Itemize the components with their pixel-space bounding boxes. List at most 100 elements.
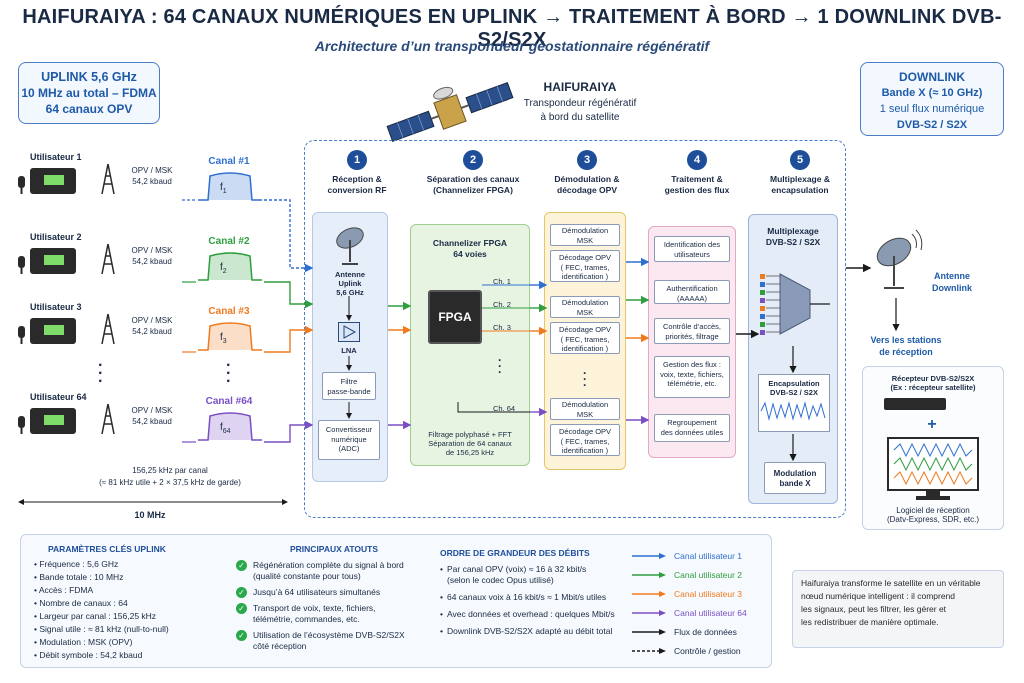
tower-antenna-icon	[101, 313, 115, 345]
channel-spacing-note-2: (≈ 81 kHz utile + 2 × 37,5 kHz de garde)	[99, 478, 241, 487]
xband-modulation-block: Modulation bande X	[764, 462, 826, 494]
channel-frequency: f2	[220, 262, 227, 275]
atout-item-text: Transport de voix, texte, fichiers, télé…	[253, 603, 376, 624]
legend-label: Canal utilisateur 2	[674, 569, 743, 580]
param-item: • Fréquence : 5,6 GHz	[34, 559, 119, 569]
param-item-text: Signal utile : ≈ 81 kHz (null-to-null)	[39, 624, 169, 634]
channelizer-column	[410, 224, 530, 466]
step-label: Démodulation & décodage OPV	[554, 174, 620, 195]
channel-frequency: f64	[220, 422, 231, 435]
page-subtitle: Architecture d’un transpondeur géostatio…	[314, 38, 710, 54]
params-list: • Fréquence : 5,6 GHz • Bande totale : 10…	[34, 558, 214, 662]
legend-arrow-icon	[632, 609, 666, 616]
uplink-antenna-label: Antenne Uplink 5,6 GHz	[335, 270, 365, 297]
tower-antenna-icon	[101, 163, 115, 195]
user-modulation: OPV / MSK	[131, 246, 173, 255]
param-item: • Signal utile : ≈ 81 kHz (null-to-null)	[34, 624, 169, 634]
opv-decode-block: Décodage OPV ( FEC, trames, identificati…	[550, 322, 620, 354]
bandwidth-arrow	[18, 499, 288, 505]
debit-item-text: Avec données et overhead : quelques Mbit…	[446, 609, 615, 619]
legend-arrow-icon	[632, 571, 666, 578]
satellite-line-2: à bord du satellite	[540, 112, 620, 123]
debit-item-text: Downlink DVB-S2/S2X adapté au débit tota…	[446, 626, 613, 636]
debits-list: •Par canal OPV (voix) ≈ 16 à 32 kbit/s (…	[440, 564, 630, 643]
user-modulation: OPV / MSK	[131, 316, 173, 325]
channel-frequency-index: 2	[222, 268, 227, 275]
encapsulated-signal-icon	[760, 401, 826, 421]
legend-item: Canal utilisateur 1	[632, 546, 768, 565]
channelizer-note: Filtrage polyphasé + FFT Séparation de 6…	[428, 430, 512, 457]
receiver-plus: +	[927, 416, 937, 433]
channel-frequency-index: 1	[222, 188, 227, 195]
channel-frequency-symbol: f	[220, 332, 223, 343]
atout-item-text: Régénération complète du signal à bord (…	[253, 560, 404, 581]
channelizer-title: Channelizer FPGA 64 voies	[432, 238, 508, 259]
channel-3-label: Ch. 3	[493, 323, 511, 332]
fpga-chip-label: FPGA	[438, 310, 472, 324]
step-number: 1	[347, 150, 367, 170]
atout-item-text: Jusqu’à 64 utilisateurs simultanés	[253, 587, 381, 597]
debit-item: •Avec données et overhead : quelques Mbi…	[440, 609, 615, 619]
lna-amplifier-icon	[343, 325, 357, 339]
microphone-icon	[18, 416, 25, 434]
microphone-icon	[18, 256, 25, 274]
processing-step-block: Contrôle d’accès, priorités, filtrage	[654, 318, 730, 344]
atouts-list: ✓ Régénération complète du signal à bord …	[236, 560, 426, 657]
msk-demod-block: Démodulation MSK	[550, 398, 620, 420]
user-name: Utilisateur 3	[30, 302, 82, 312]
channel-label: Canal #1	[208, 156, 250, 167]
legend: Canal utilisateur 1 Canal utilisateur 2 Ca…	[632, 546, 768, 660]
debit-item: •Downlink DVB-S2/S2X adapté au débit tot…	[440, 626, 613, 636]
legend-arrow-icon	[632, 647, 666, 654]
legend-item: Flux de données	[632, 622, 768, 641]
adc-block: Convertisseur numérique (ADC)	[318, 420, 380, 460]
legend-label: Canal utilisateur 1	[674, 550, 743, 561]
channel-spacing-note-1: 156,25 kHz par canal	[132, 466, 208, 475]
step-label: Multiplexage & encapsulation	[770, 174, 830, 195]
debit-item-text: 64 canaux voix à 16 kbit/s ≈ 1 Mbit/s ut…	[446, 592, 607, 602]
channel-1-label: Ch. 1	[493, 277, 511, 286]
satellite-icon	[386, 81, 514, 143]
lna-block	[338, 322, 360, 342]
monitor-icon	[887, 437, 979, 500]
tower-antenna-icon	[101, 243, 115, 275]
uplink-line-1: UPLINK 5,6 GHz	[41, 70, 137, 84]
receiver-title: Récepteur DVB-S2/S2X (Ex : récepteur sat…	[890, 374, 976, 392]
param-item: • Bande totale : 10 MHz	[34, 572, 124, 582]
channel-64-label: Ch. 64	[493, 404, 516, 413]
multiplexer-icon	[760, 273, 830, 335]
legend-label: Contrôle / gestion	[674, 645, 741, 656]
param-item: • Débit symbole : 54,2 kbaud	[34, 650, 143, 660]
msk-demod-block: Démodulation MSK	[550, 224, 620, 246]
atout-item: ✓Jusqu’à 64 utilisateurs simultanés	[236, 587, 426, 598]
encapsulation-label: Encapsulation DVB-S2 / S2X	[768, 379, 820, 397]
channel-frequency-index: 3	[222, 338, 227, 345]
user-name: Utilisateur 64	[30, 392, 87, 402]
atout-item: ✓Transport de voix, texte, fichiers, tél…	[236, 603, 426, 625]
legend-label: Canal utilisateur 3	[674, 588, 743, 599]
param-item: • Largeur par canal : 156,25 kHz	[34, 611, 157, 621]
debit-item: •Par canal OPV (voix) ≈ 16 à 32 kbit/s (…	[440, 564, 587, 585]
check-icon: ✓	[236, 630, 247, 641]
onboard-processing-frame	[304, 140, 846, 518]
param-item-text: Fréquence : 5,6 GHz	[39, 559, 119, 569]
channels-ellipsis: ···	[226, 357, 232, 390]
user-symbol-rate: 54,2 kbaud	[132, 177, 172, 186]
param-item: • Accès : FDMA	[34, 585, 94, 595]
processing-step-block: Authentification (AAAAA)	[654, 280, 730, 304]
uplink-info-box: UPLINK 5,6 GHz 10 MHz au total – FDMA 64…	[18, 62, 160, 124]
channel-spectrum-icon	[198, 412, 262, 441]
downlink-antenna-icon	[876, 229, 923, 289]
legend-label: Flux de données	[674, 626, 737, 637]
atout-item-text: Utilisation de l’écosystème DVB-S2/S2X c…	[253, 630, 405, 651]
legend-item: Canal utilisateur 64	[632, 603, 768, 622]
bandpass-filter-block: Filtre passe-bande	[322, 372, 376, 400]
atout-item: ✓ Utilisation de l’écosystème DVB-S2/S2X …	[236, 630, 426, 652]
opv-decode-block: Décodage OPV ( FEC, trames, identificati…	[550, 424, 620, 456]
microphone-icon	[18, 176, 25, 194]
mux-title: Multiplexage DVB-S2 / S2X	[765, 226, 821, 247]
atouts-title: PRINCIPAUX ATOUTS	[290, 544, 378, 554]
user-symbol-rate: 54,2 kbaud	[132, 417, 172, 426]
opv-decode-block: Décodage OPV ( FEC, trames, identificati…	[550, 250, 620, 282]
param-item: • Nombre de canaux : 64	[34, 598, 128, 608]
